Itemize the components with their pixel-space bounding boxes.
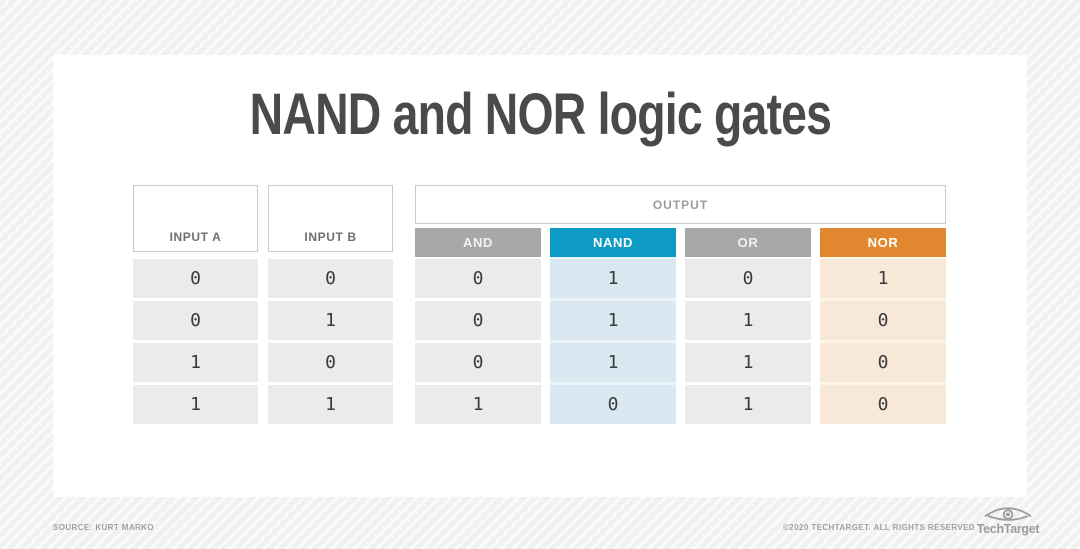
- column-input-b-values: 0 1 0 1: [268, 259, 393, 424]
- table-cell: 0: [268, 343, 393, 382]
- column-header-and: AND: [415, 228, 541, 257]
- table-cell: 1: [133, 385, 258, 424]
- table-cell: 1: [133, 343, 258, 382]
- input-a-label: INPUT A: [169, 230, 222, 244]
- table-cell: 1: [415, 385, 541, 424]
- column-header-or: OR: [685, 228, 811, 257]
- logo-wordmark: TechTarget: [976, 522, 1040, 536]
- column-header-input-a: INPUT A: [133, 185, 258, 252]
- table-cell: 1: [820, 259, 946, 298]
- techtarget-logo: TechTarget: [977, 505, 1040, 536]
- table-cell: 1: [685, 343, 811, 382]
- column-header-input-b: INPUT B: [268, 185, 393, 252]
- table-cell: 0: [820, 385, 946, 424]
- input-b-label: INPUT B: [304, 230, 357, 244]
- page-title: NAND and NOR logic gates: [249, 82, 831, 147]
- column-header-nor: NOR: [820, 228, 946, 257]
- column-input-a-values: 0 0 1 1: [133, 259, 258, 424]
- table-cell: 1: [268, 301, 393, 340]
- column-nand-values: 1 1 1 0: [550, 257, 676, 424]
- table-cell: 1: [550, 259, 676, 298]
- table-cell: 0: [133, 259, 258, 298]
- table-cell: 0: [550, 385, 676, 424]
- column-or-values: 0 1 1 1: [685, 259, 811, 424]
- eye-icon: [984, 507, 1032, 521]
- table-cell: 0: [415, 301, 541, 340]
- table-cell: 1: [685, 301, 811, 340]
- table-cell: 0: [820, 343, 946, 382]
- table-cell: 0: [820, 301, 946, 340]
- output-group-header: OUTPUT: [415, 185, 946, 224]
- table-cell: 0: [415, 343, 541, 382]
- output-label: OUTPUT: [652, 197, 709, 212]
- source-credit: SOURCE: KURT MARKO: [53, 523, 154, 532]
- column-header-nand: NAND: [550, 228, 676, 257]
- table-cell: 0: [685, 259, 811, 298]
- table-cell: 1: [550, 301, 676, 340]
- column-nor-values: 1 0 0 0: [820, 257, 946, 424]
- table-cell: 0: [133, 301, 258, 340]
- table-cell: 0: [415, 259, 541, 298]
- copyright-text: ©2020 TECHTARGET. ALL RIGHTS RESERVED: [783, 523, 975, 532]
- table-cell: 1: [550, 343, 676, 382]
- table-cell: 1: [268, 385, 393, 424]
- table-cell: 1: [685, 385, 811, 424]
- column-and-values: 0 0 0 1: [415, 259, 541, 424]
- table-cell: 0: [268, 259, 393, 298]
